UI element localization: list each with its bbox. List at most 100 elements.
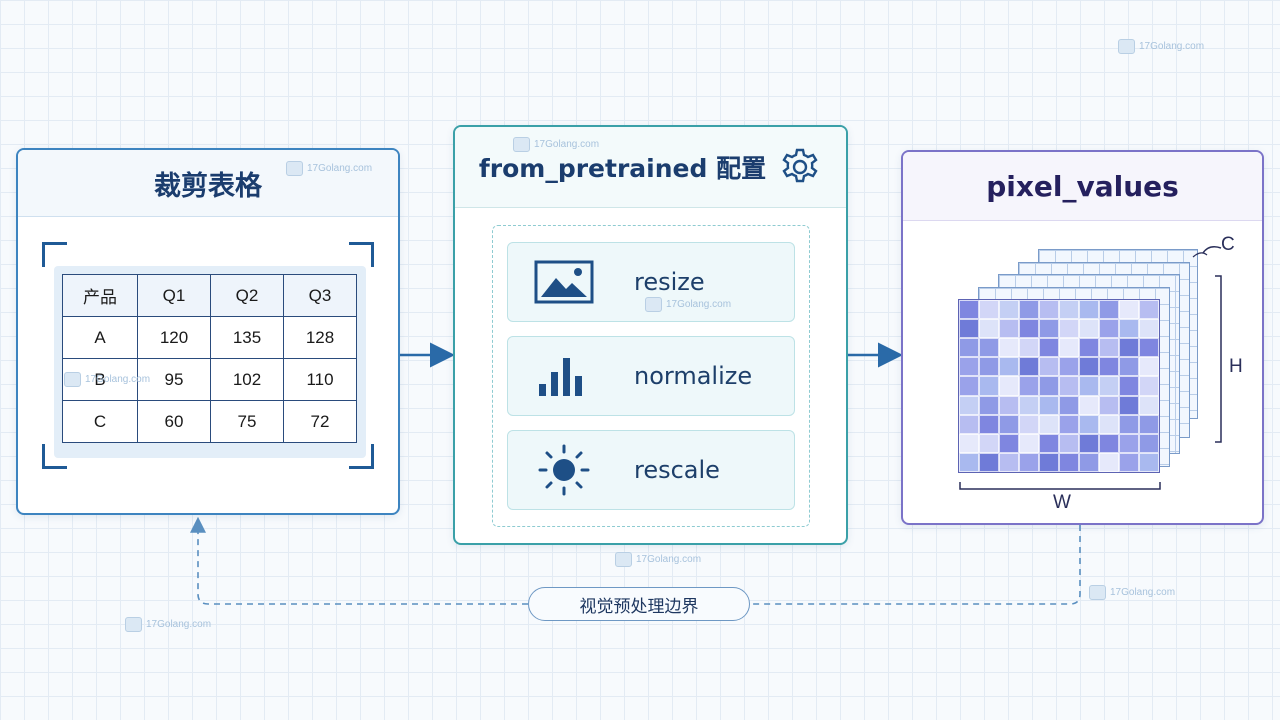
pixel-cell (959, 414, 979, 434)
crop-table-title: 裁剪表格 (154, 170, 262, 202)
pixel-cell (1039, 319, 1059, 339)
table-cell: 110 (283, 358, 357, 401)
table-cell: A (62, 316, 138, 359)
pixel-cell (1079, 433, 1099, 453)
pixel-cell (1059, 414, 1079, 434)
pixel-cell (1019, 376, 1039, 396)
pixel-cell (959, 376, 979, 396)
pixel-cell (999, 319, 1019, 339)
pixel-cell (1059, 376, 1079, 396)
pixel-cell (979, 376, 999, 396)
pixel-cell (1079, 452, 1099, 472)
watermark-text: 17Golang.com (146, 619, 212, 630)
pixel-cell (1139, 338, 1159, 358)
width-label: W (1053, 492, 1071, 513)
watermark: 17Golang.com (286, 161, 372, 176)
pixel-cell (1039, 395, 1059, 415)
watermark: 17Golang.com (513, 137, 599, 152)
pixel-cell (959, 338, 979, 358)
pixel-cell (1139, 319, 1159, 339)
pixel-cell (1099, 452, 1119, 472)
pixel-cell (1119, 338, 1139, 358)
pixel-cell (1079, 395, 1099, 415)
pipeline-dashed-frame (492, 225, 810, 527)
height-label: H (1229, 356, 1243, 377)
pixel-cell (959, 433, 979, 453)
pixel-cell (1139, 414, 1159, 434)
bar-chart-icon (534, 352, 594, 400)
pixel-grid (958, 299, 1160, 473)
watermark-text: 17Golang.com (636, 554, 702, 565)
pixel-cell (1099, 433, 1119, 453)
crop-corner-icon (349, 444, 374, 469)
pixel-cell (959, 319, 979, 339)
pixel-cell (979, 338, 999, 358)
pixel-cell (1019, 300, 1039, 320)
table-cell: 60 (137, 400, 211, 443)
pixel-cell (959, 452, 979, 472)
watermark-logo-icon (286, 161, 303, 176)
pixel-cell (1039, 376, 1059, 396)
table-cell: 72 (283, 400, 357, 443)
crop-corner-icon (42, 242, 67, 267)
pixel-cell (1019, 433, 1039, 453)
step-normalize: normalize (507, 336, 795, 416)
pixel-cell (959, 357, 979, 377)
pixel-cell (1119, 300, 1139, 320)
pixel-cell (1099, 300, 1119, 320)
gear-icon (782, 148, 818, 183)
pixel-cell (979, 300, 999, 320)
table-cell: 128 (283, 316, 357, 359)
pixel-cell (1139, 452, 1159, 472)
pixel-cell (999, 376, 1019, 396)
pixel-cell (1039, 338, 1059, 358)
pixel-cell (999, 433, 1019, 453)
image-icon (534, 258, 594, 306)
watermark: 17Golang.com (1118, 39, 1204, 54)
watermark-text: 17Golang.com (307, 163, 373, 174)
pixel-cell (1059, 433, 1079, 453)
crop-corner-icon (349, 242, 374, 267)
pixel-cell (1139, 300, 1159, 320)
table-cell: 75 (210, 400, 284, 443)
pixel-cell (1079, 338, 1099, 358)
pixel-cell (1119, 414, 1139, 434)
watermark: 17Golang.com (615, 552, 701, 567)
pixel-cell (979, 433, 999, 453)
watermark: 17Golang.com (125, 617, 211, 632)
pixel-cell (979, 414, 999, 434)
pixel-cell (1119, 357, 1139, 377)
pixel-cell (1079, 319, 1099, 339)
pixel-cell (1119, 376, 1139, 396)
table-row: A 120 135 128 (62, 316, 357, 359)
watermark-text: 17Golang.com (666, 299, 732, 310)
pixel-cell (1119, 319, 1139, 339)
table-header-cell: Q3 (283, 274, 357, 317)
watermark-logo-icon (64, 372, 81, 387)
pixel-cell (1139, 433, 1159, 453)
table-row: C 60 75 72 (62, 400, 357, 443)
preprocessing-boundary-label: 视觉预处理边界 (528, 587, 750, 621)
watermark-logo-icon (615, 552, 632, 567)
watermark-logo-icon (645, 297, 662, 312)
pixel-cell (1059, 452, 1079, 472)
crop-table-panel: 裁剪表格 产品 Q1 Q2 Q3 A 120 135 128 B 95 102 … (16, 148, 400, 515)
pixel-cell (999, 338, 1019, 358)
pixel-cell (1099, 414, 1119, 434)
pixel-cell (979, 357, 999, 377)
pixel-cell (1039, 357, 1059, 377)
pixel-cell (1019, 452, 1039, 472)
pixel-cell (1059, 300, 1079, 320)
step-label: resize (634, 268, 705, 296)
pixel-cell (1059, 357, 1079, 377)
product-table: 产品 Q1 Q2 Q3 A 120 135 128 B 95 102 110 C… (62, 274, 357, 443)
pixel-cell (1019, 338, 1039, 358)
pixel-cell (979, 395, 999, 415)
table-cell: C (62, 400, 138, 443)
pixel-values-title: pixel_values (986, 169, 1179, 203)
crop-corner-icon (42, 444, 67, 469)
watermark-text: 17Golang.com (1139, 41, 1205, 52)
pixel-cell (1019, 319, 1039, 339)
crop-table-header: 裁剪表格 (18, 150, 398, 217)
table-header-cell: 产品 (62, 274, 138, 317)
